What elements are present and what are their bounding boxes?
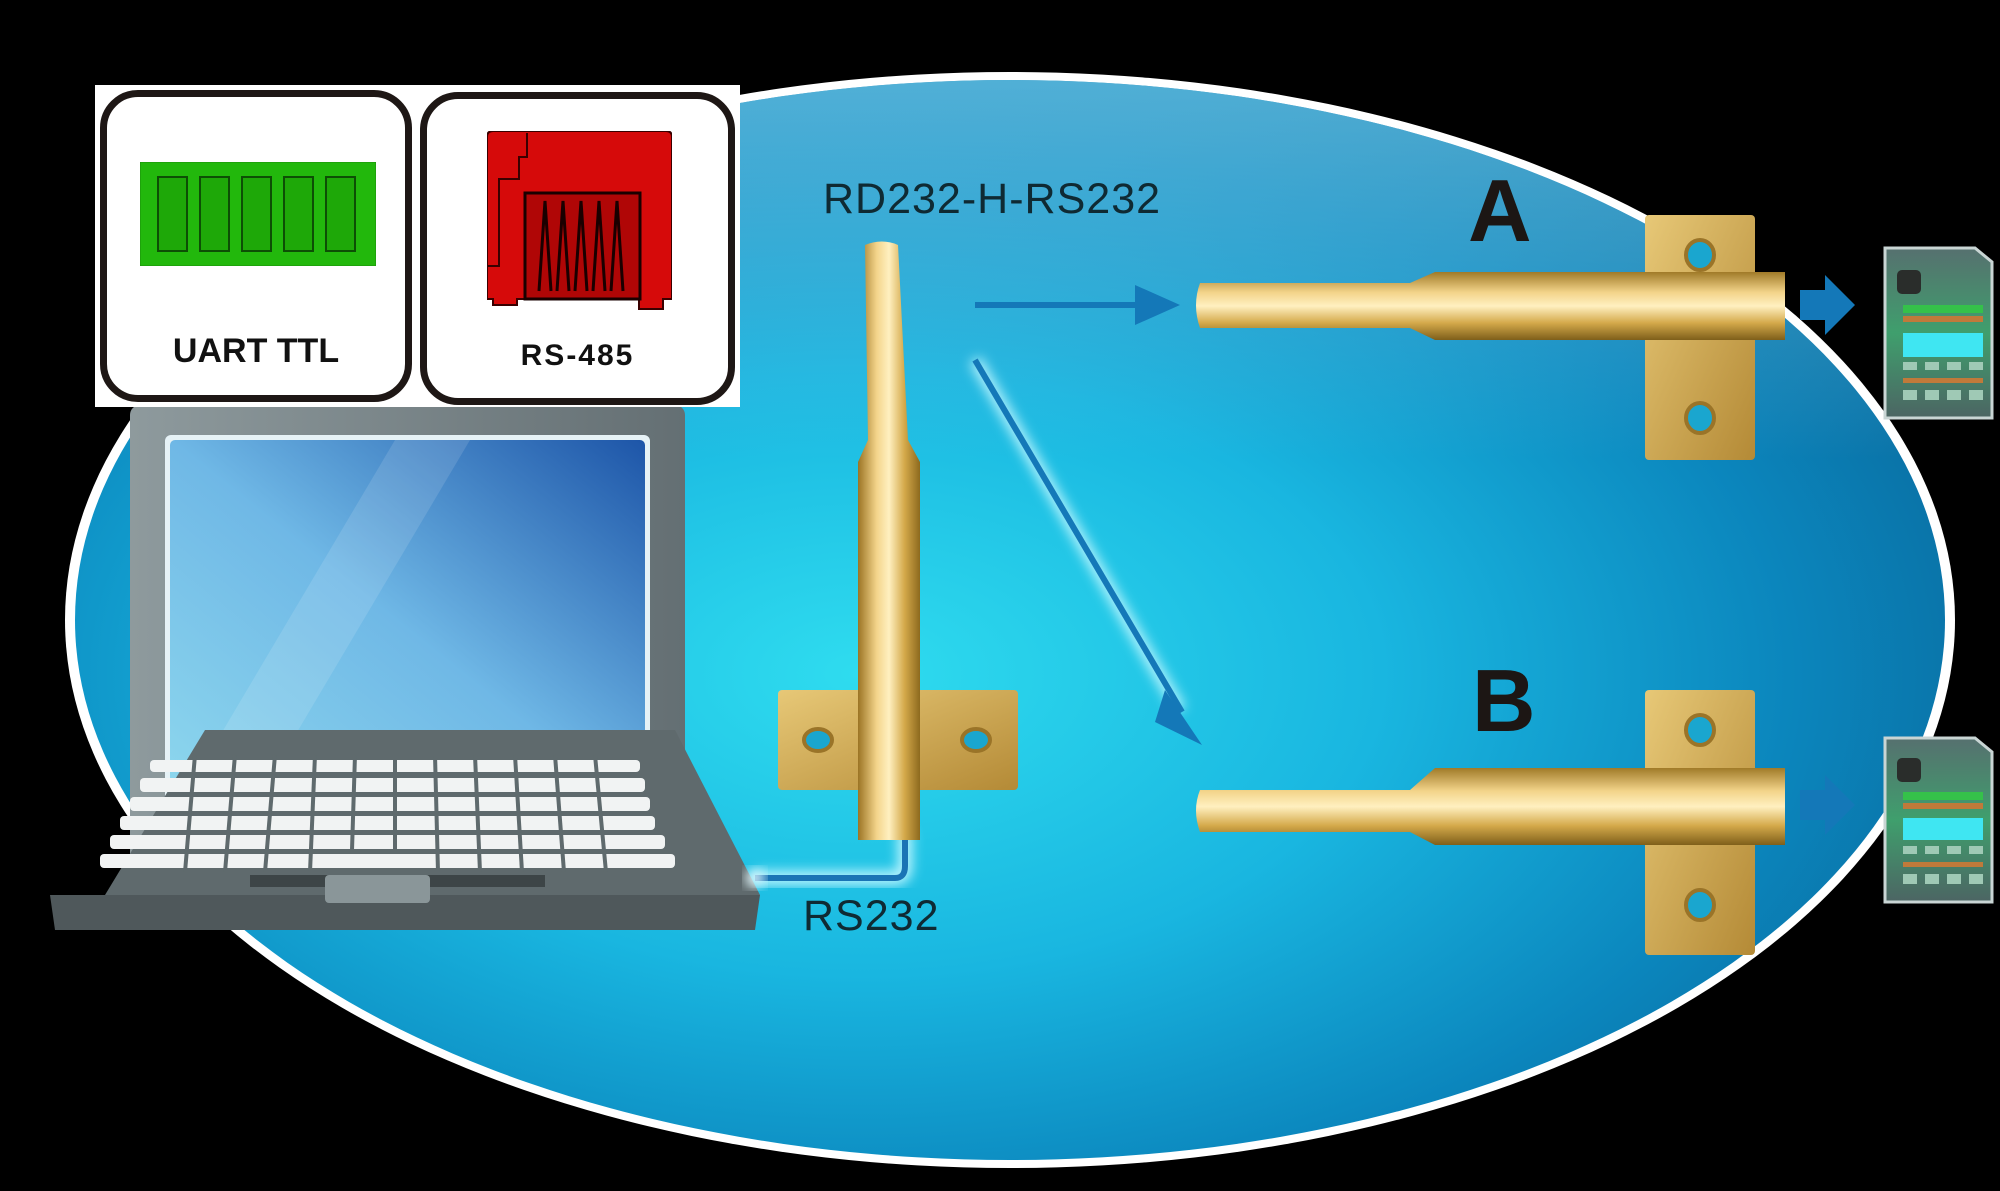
receiver-b-antenna-icon <box>1196 690 1785 955</box>
receiver-b-device-icon <box>1883 736 1994 904</box>
arrow-to-b <box>972 358 1185 714</box>
rs485-panel: RS-485 <box>420 92 735 405</box>
laptop-icon <box>50 405 760 930</box>
terminal-block-connector-icon <box>140 162 376 266</box>
uart-ttl-label: UART TTL <box>172 332 340 370</box>
uart-ttl-panel: UART TTL <box>100 90 412 402</box>
receiver-b-label: B <box>1472 651 1536 750</box>
rs232-cable <box>755 830 908 881</box>
transmitter-model-label: RD232-H-RS232 <box>823 175 1162 223</box>
receiver-a-label: A <box>1468 161 1532 260</box>
arrow-b-to-device <box>1800 775 1855 835</box>
rj45-connector-icon <box>487 131 672 310</box>
receiver-a-device-icon <box>1883 246 1994 420</box>
receiver-a-antenna-icon <box>1196 215 1785 460</box>
rs485-label: RS-485 <box>520 339 635 372</box>
transmitter-antenna-icon <box>778 241 1018 840</box>
rs232-link-label: RS232 <box>803 892 940 940</box>
arrow-a-to-device <box>1800 275 1855 335</box>
